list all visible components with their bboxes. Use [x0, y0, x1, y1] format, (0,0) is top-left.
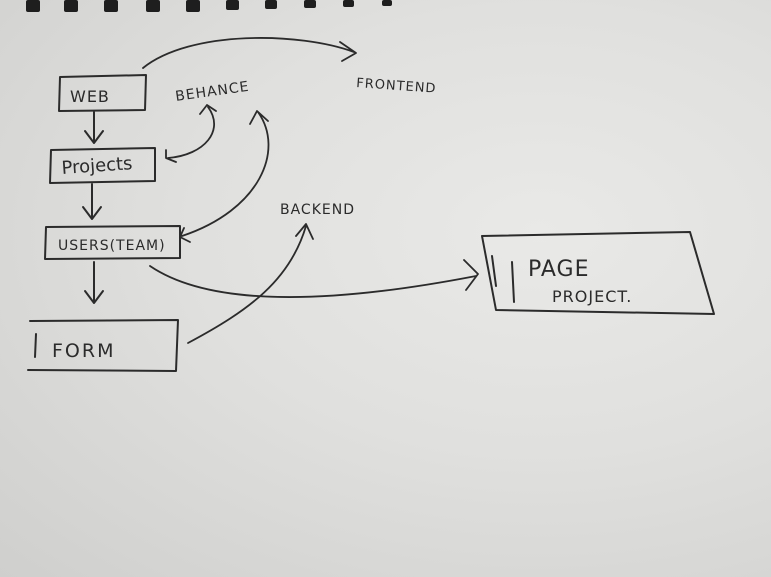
node-projects-label: Projects	[61, 153, 133, 179]
node-form-label: FORM	[52, 340, 115, 362]
label-backend: BACKEND	[280, 202, 355, 218]
page-project-box	[481, 231, 715, 315]
label-behance: BEHANCE	[174, 79, 250, 105]
form-box	[27, 319, 179, 372]
node-page-line2: PROJECT.	[552, 287, 632, 306]
node-users-label: USERS(TEAM)	[58, 238, 166, 254]
web-box	[58, 74, 147, 112]
arrow-users-to-form	[84, 261, 104, 304]
spiral-binding	[26, 0, 392, 12]
arrow-behance-projects	[165, 104, 217, 163]
projects-box	[49, 147, 156, 184]
label-frontend: FRONTEND	[356, 76, 437, 97]
arrow-web-to-frontend	[142, 37, 357, 69]
arrow-web-to-projects	[84, 111, 104, 144]
node-web-label: WEB	[70, 87, 110, 106]
arrow-users-to-page	[149, 259, 479, 298]
node-page-line1: PAGE	[528, 257, 589, 282]
users-box	[44, 225, 181, 260]
arrow-behance-users	[179, 110, 270, 243]
arrow-projects-to-users	[82, 183, 102, 220]
arrow-form-to-backend	[187, 223, 314, 344]
